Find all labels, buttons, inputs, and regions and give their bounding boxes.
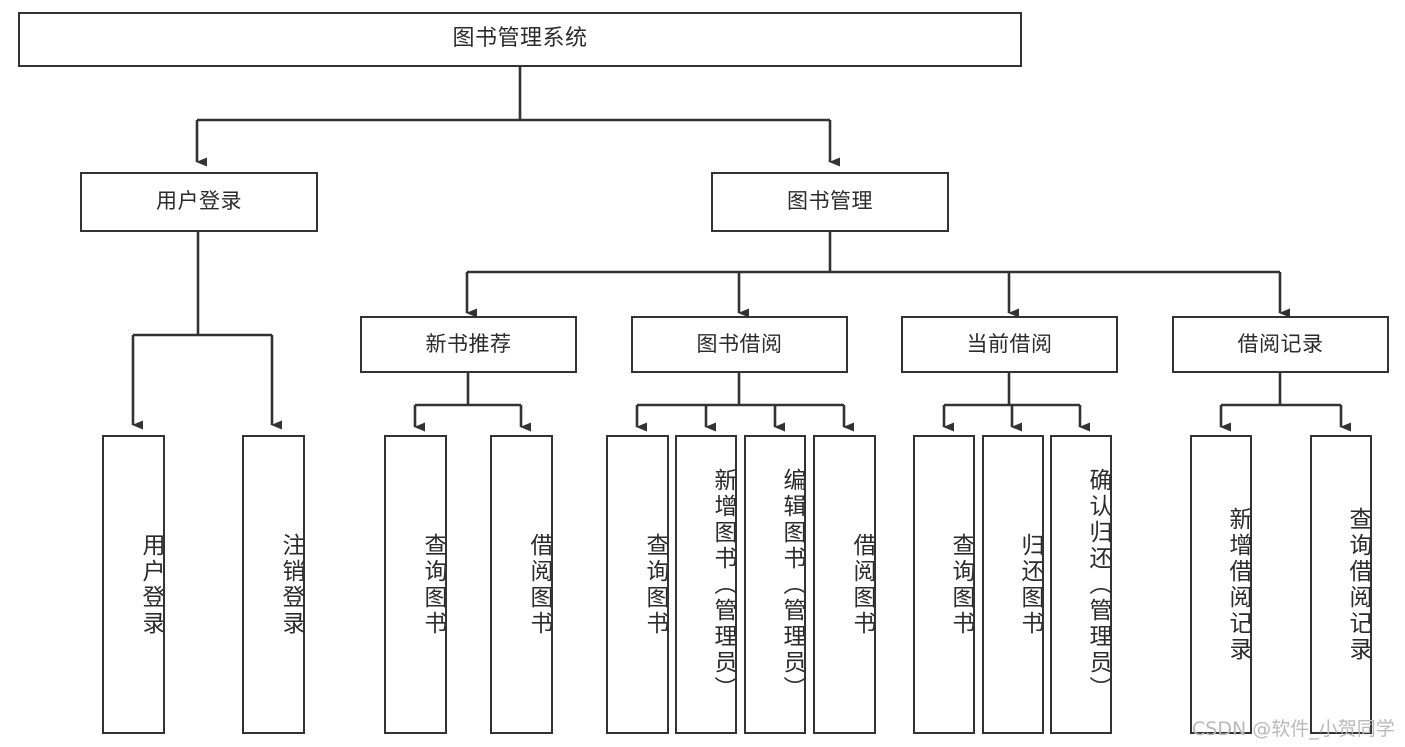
node-label: 查询图书 xyxy=(420,532,446,637)
leaf-text-wrap: 注销登录 xyxy=(244,437,303,732)
node-leaf-confirm-return-admin[interactable]: 确认归还（管理员） xyxy=(1050,435,1112,734)
node-label: 图书管理系统 xyxy=(452,26,588,52)
node-leaf-add-book-admin[interactable]: 新增图书（管理员） xyxy=(675,435,737,734)
node-label: 确认归还（管理员） xyxy=(1085,467,1111,702)
node-label: 新增图书（管理员） xyxy=(710,467,736,702)
node-label: 新书推荐 xyxy=(425,331,512,356)
node-book-management[interactable]: 图书管理 xyxy=(711,172,949,232)
leaf-text-wrap: 查询图书 xyxy=(915,437,973,732)
node-label: 图书管理 xyxy=(787,189,873,214)
node-leaf-borrow-book-recommend[interactable]: 借阅图书 xyxy=(490,435,553,734)
leaf-text-wrap: 归还图书 xyxy=(984,437,1042,732)
node-user-login[interactable]: 用户登录 xyxy=(80,172,318,232)
leaf-text-wrap: 查询借阅记录 xyxy=(1312,437,1370,732)
node-label: 借阅图书 xyxy=(526,532,552,637)
node-new-book-recommend[interactable]: 新书推荐 xyxy=(360,316,577,373)
node-leaf-user-login[interactable]: 用户登录 xyxy=(102,435,165,734)
node-label: 借阅图书 xyxy=(849,532,875,637)
node-label: 查询图书 xyxy=(642,532,668,637)
node-label: 当前借阅 xyxy=(966,331,1053,356)
node-label: 用户登录 xyxy=(138,532,164,637)
leaf-text-wrap: 确认归还（管理员） xyxy=(1052,437,1110,732)
leaf-text-wrap: 新增借阅记录 xyxy=(1192,437,1250,732)
node-label: 新增借阅记录 xyxy=(1225,506,1251,663)
node-leaf-edit-book-admin[interactable]: 编辑图书（管理员） xyxy=(744,435,806,734)
leaf-text-wrap: 借阅图书 xyxy=(815,437,874,732)
node-label: 查询借阅记录 xyxy=(1345,506,1371,663)
node-book-management-system[interactable]: 图书管理系统 xyxy=(18,12,1022,67)
node-leaf-query-book-current[interactable]: 查询图书 xyxy=(913,435,975,734)
node-label: 借阅记录 xyxy=(1237,331,1324,356)
node-label: 图书借阅 xyxy=(696,331,783,356)
node-label: 编辑图书（管理员） xyxy=(779,467,805,702)
node-borrow-record[interactable]: 借阅记录 xyxy=(1172,316,1389,373)
node-book-borrow[interactable]: 图书借阅 xyxy=(631,316,848,373)
csdn-watermark: CSDN @软件_小贺同学 xyxy=(1192,718,1395,740)
node-label: 用户登录 xyxy=(156,189,242,214)
node-leaf-query-book-borrow[interactable]: 查询图书 xyxy=(606,435,669,734)
node-leaf-logout[interactable]: 注销登录 xyxy=(242,435,305,734)
node-leaf-borrow-book[interactable]: 借阅图书 xyxy=(813,435,876,734)
node-label: 归还图书 xyxy=(1017,532,1043,637)
node-leaf-query-book-recommend[interactable]: 查询图书 xyxy=(384,435,447,734)
node-leaf-query-borrow-record[interactable]: 查询借阅记录 xyxy=(1310,435,1372,734)
leaf-text-wrap: 用户登录 xyxy=(104,437,163,732)
node-label: 查询图书 xyxy=(948,532,974,637)
leaf-text-wrap: 新增图书（管理员） xyxy=(677,437,735,732)
leaf-text-wrap: 借阅图书 xyxy=(492,437,551,732)
node-leaf-return-book[interactable]: 归还图书 xyxy=(982,435,1044,734)
leaf-text-wrap: 编辑图书（管理员） xyxy=(746,437,804,732)
leaf-text-wrap: 查询图书 xyxy=(386,437,445,732)
leaf-text-wrap: 查询图书 xyxy=(608,437,667,732)
node-label: 注销登录 xyxy=(278,532,304,637)
node-leaf-add-borrow-record[interactable]: 新增借阅记录 xyxy=(1190,435,1252,734)
node-current-borrow[interactable]: 当前借阅 xyxy=(901,316,1118,373)
